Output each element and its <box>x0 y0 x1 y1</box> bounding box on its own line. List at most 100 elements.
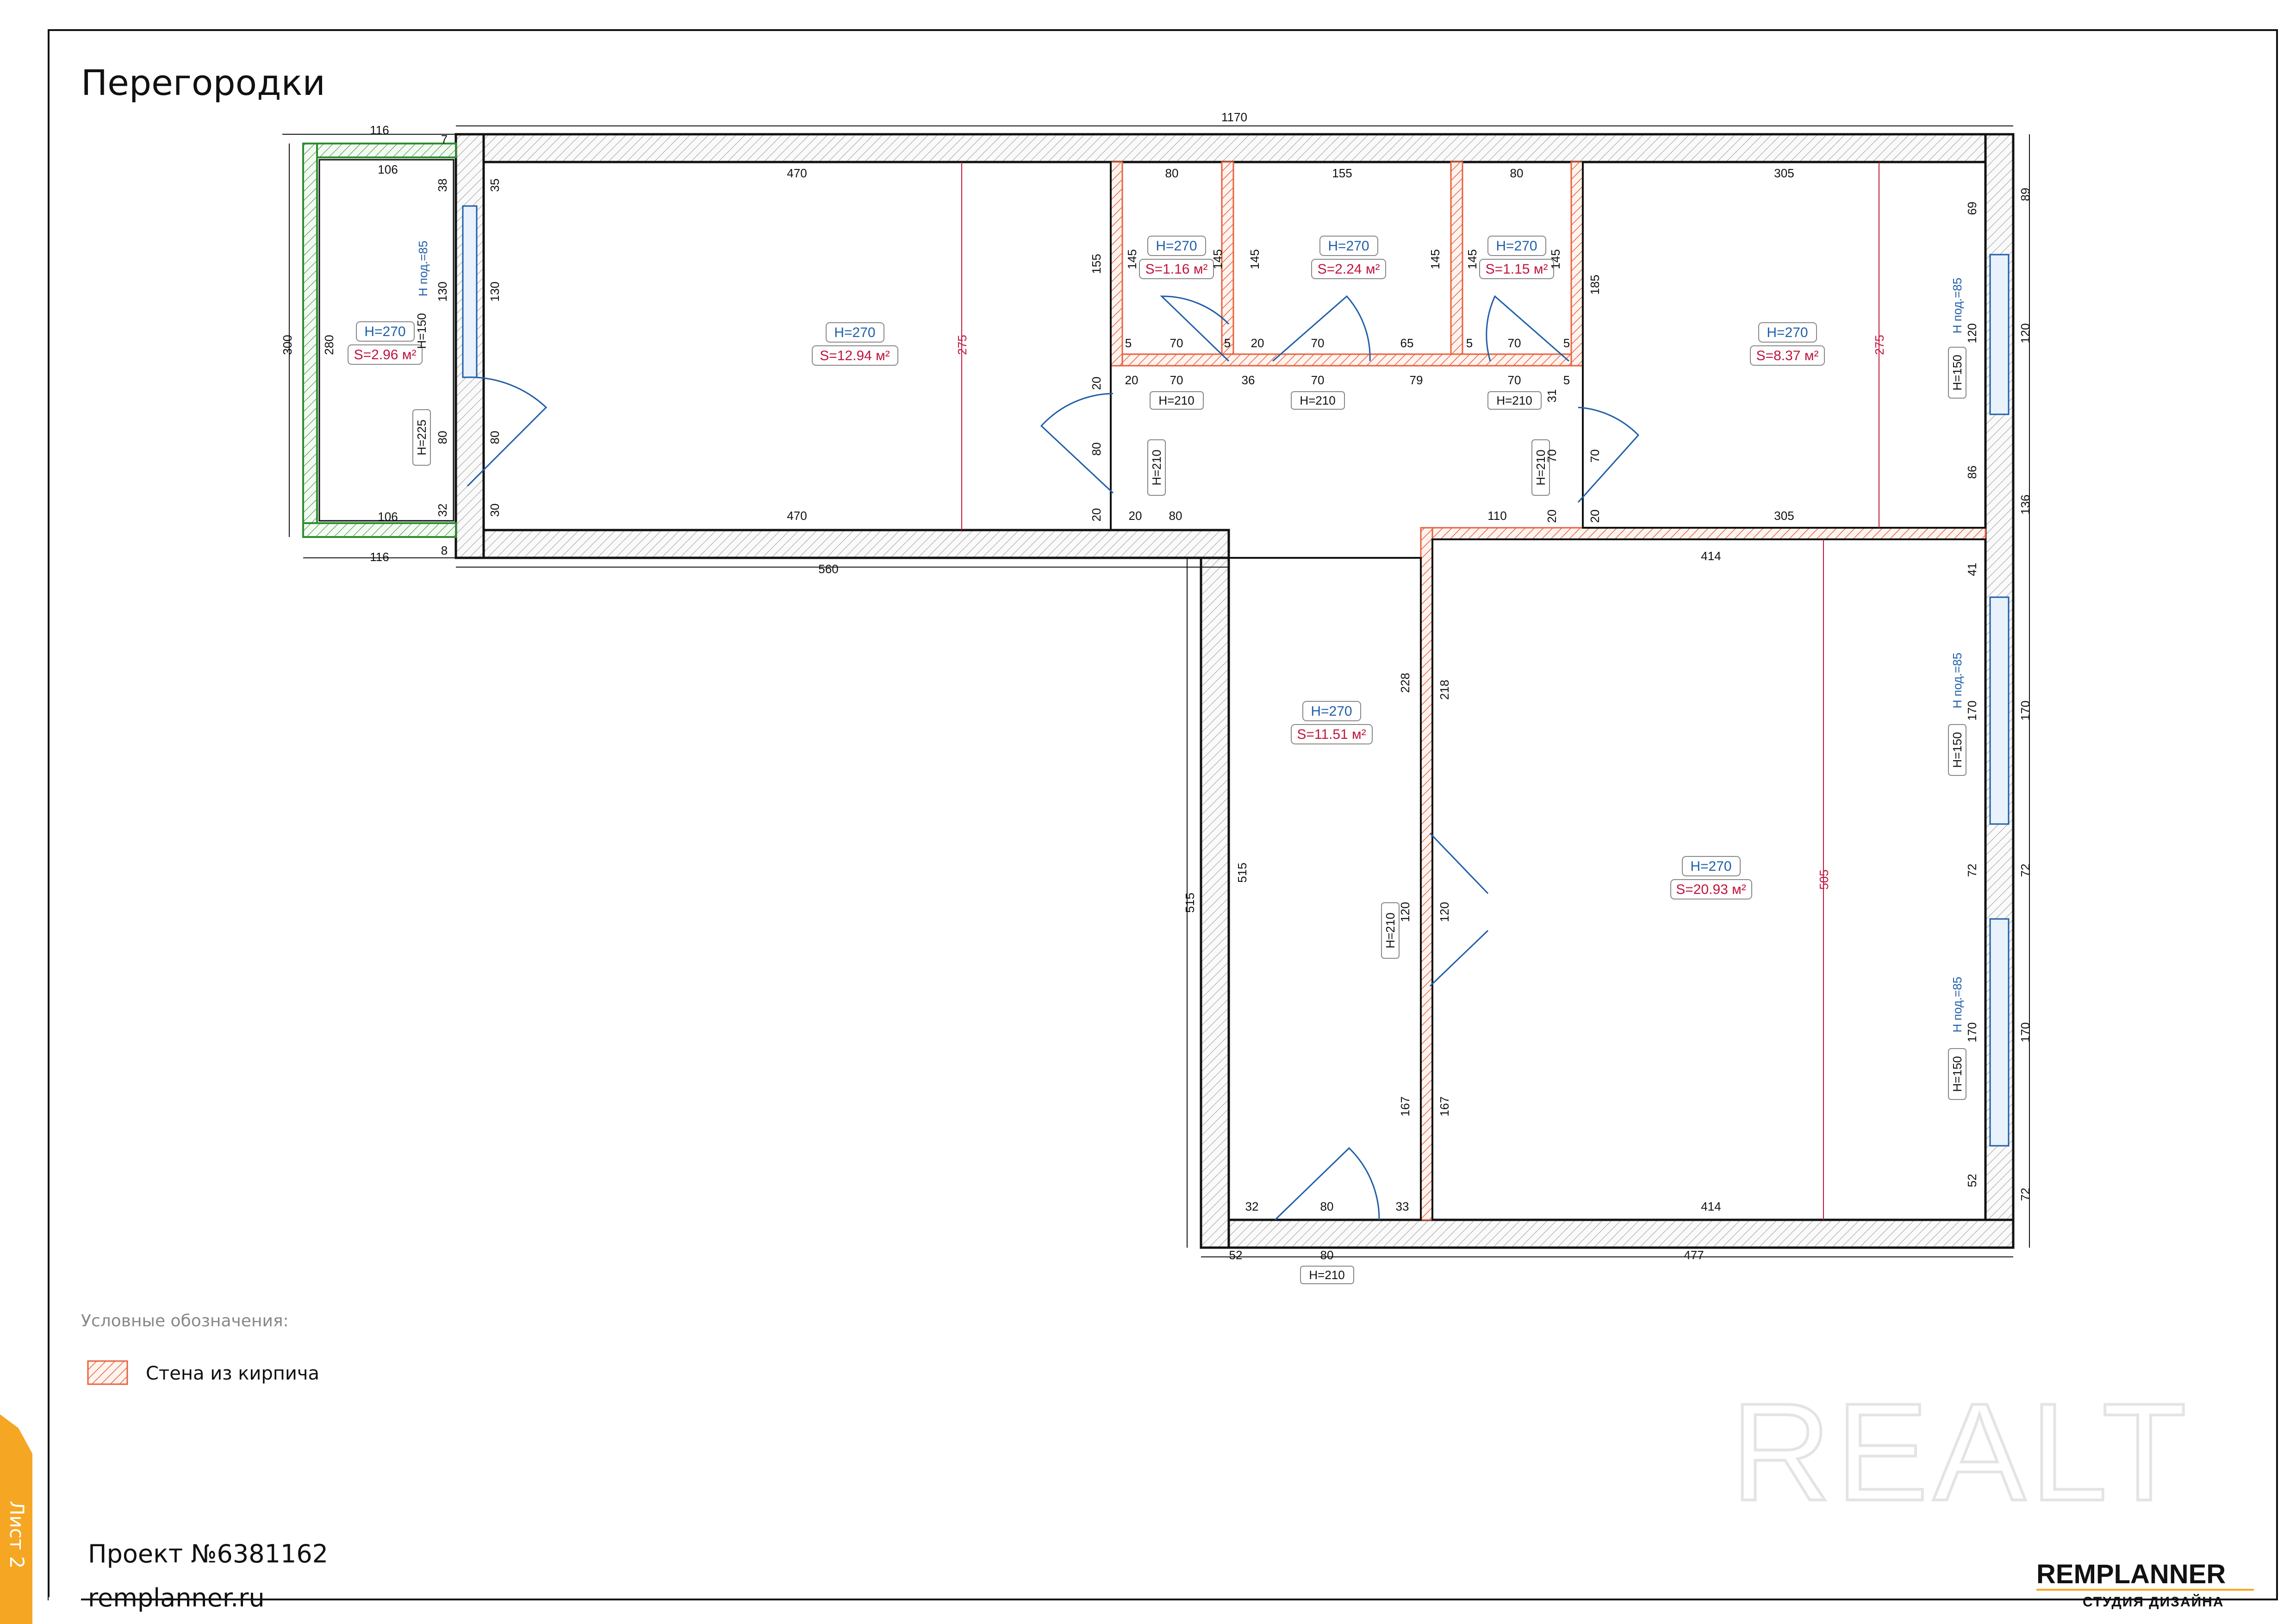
svg-text:70: 70 <box>1508 336 1521 350</box>
svg-text:20: 20 <box>1545 510 1559 523</box>
svg-text:52: 52 <box>1229 1248 1243 1262</box>
svg-text:7: 7 <box>441 132 448 146</box>
sheet-number: Лист 2 <box>6 1501 28 1569</box>
height-lines <box>961 162 1879 1220</box>
svg-text:36: 36 <box>1242 373 1255 387</box>
door-labels: H=210 H=210 H=210 H=210 H=210 H=210 H=21… <box>412 391 1550 1284</box>
window-labels: H=150 H под.=85 H=150 H под.=85 H=150 H … <box>415 241 1966 1100</box>
svg-text:305: 305 <box>1774 509 1794 523</box>
svg-text:H=270: H=270 <box>1767 325 1808 340</box>
svg-text:130: 130 <box>488 281 502 301</box>
svg-text:80: 80 <box>1089 443 1103 456</box>
svg-text:106: 106 <box>378 162 398 176</box>
svg-text:120: 120 <box>2018 323 2032 343</box>
svg-text:70: 70 <box>1170 373 1183 387</box>
legend-brick-label: Стена из кирпича <box>146 1363 319 1384</box>
svg-text:52: 52 <box>1965 1174 1979 1187</box>
svg-text:5: 5 <box>1466 336 1473 350</box>
svg-text:414: 414 <box>1701 549 1721 563</box>
svg-text:70: 70 <box>1545 450 1559 463</box>
svg-text:89: 89 <box>2018 188 2032 201</box>
svg-text:70: 70 <box>1588 450 1602 463</box>
svg-text:H=270: H=270 <box>1328 238 1369 254</box>
svg-text:H=210: H=210 <box>1158 394 1194 407</box>
balcony-walls <box>302 143 457 538</box>
svg-text:106: 106 <box>378 510 398 524</box>
brand-logo: REMPLANNER СТУДИЯ ДИЗАЙНА <box>2036 1559 2254 1610</box>
svg-text:H под.=85: H под.=85 <box>1950 977 1964 1032</box>
svg-text:5: 5 <box>1563 373 1570 387</box>
svg-text:H=210: H=210 <box>1496 394 1532 407</box>
svg-text:145: 145 <box>1465 249 1479 269</box>
svg-text:80: 80 <box>1510 166 1524 180</box>
svg-text:145: 145 <box>1211 249 1225 269</box>
svg-text:185: 185 <box>1588 275 1602 294</box>
svg-text:H под.=85: H под.=85 <box>1950 653 1964 708</box>
svg-text:H=225: H=225 <box>415 419 429 455</box>
svg-text:20: 20 <box>1125 373 1139 387</box>
svg-text:H под.=85: H под.=85 <box>1950 278 1964 333</box>
svg-text:86: 86 <box>1965 466 1979 479</box>
svg-text:H=270: H=270 <box>1496 238 1537 254</box>
room-label-2: H=270 S=12.94 м² <box>812 322 898 366</box>
ceiling-height-values: 275 275 505 <box>955 335 1886 889</box>
svg-text:470: 470 <box>787 166 807 180</box>
svg-text:8: 8 <box>441 543 448 557</box>
svg-text:H=210: H=210 <box>1383 912 1397 948</box>
svg-text:414: 414 <box>1701 1199 1721 1213</box>
svg-text:5: 5 <box>1125 336 1132 350</box>
svg-text:H=270: H=270 <box>834 325 875 340</box>
svg-text:80: 80 <box>1165 166 1179 180</box>
svg-text:H=270: H=270 <box>1690 859 1731 874</box>
svg-text:80: 80 <box>1169 509 1182 523</box>
svg-text:145: 145 <box>1549 249 1562 269</box>
exterior-walls <box>454 133 2015 1249</box>
svg-text:170: 170 <box>1965 1022 1979 1042</box>
svg-text:20: 20 <box>1089 508 1103 522</box>
svg-text:136: 136 <box>2018 494 2032 514</box>
svg-text:70: 70 <box>1508 373 1521 387</box>
svg-text:130: 130 <box>436 281 449 301</box>
svg-text:280: 280 <box>322 335 336 355</box>
svg-text:20: 20 <box>1089 377 1103 390</box>
svg-text:145: 145 <box>1428 249 1442 269</box>
dimension-lines <box>282 125 2030 1257</box>
svg-text:69: 69 <box>1965 202 1979 215</box>
page-title: Перегородки <box>81 62 325 103</box>
svg-text:СТУДИЯ ДИЗАЙНА: СТУДИЯ ДИЗАЙНА <box>2083 1594 2224 1610</box>
svg-text:32: 32 <box>1245 1199 1259 1213</box>
svg-text:145: 145 <box>1125 249 1139 269</box>
svg-text:H=150: H=150 <box>1950 355 1964 390</box>
project-number: Проект №6381162 <box>88 1539 328 1568</box>
svg-text:218: 218 <box>1437 680 1451 700</box>
svg-text:155: 155 <box>1332 166 1352 180</box>
svg-text:5: 5 <box>1224 336 1231 350</box>
svg-text:31: 31 <box>1545 389 1559 403</box>
svg-text:116: 116 <box>370 123 389 137</box>
svg-text:65: 65 <box>1400 336 1414 350</box>
room-label-8: H=270 S=20.93 м² <box>1670 856 1752 899</box>
windows <box>462 205 2010 1147</box>
svg-text:S=11.51 м²: S=11.51 м² <box>1297 727 1366 742</box>
svg-text:S=2.24 м²: S=2.24 м² <box>1318 262 1380 277</box>
svg-text:80: 80 <box>1320 1199 1334 1213</box>
site-url[interactable]: remplanner.ru <box>88 1583 265 1612</box>
sheet-tab <box>0 1414 32 1624</box>
svg-text:170: 170 <box>2018 700 2032 720</box>
svg-text:33: 33 <box>1396 1199 1409 1213</box>
svg-text:41: 41 <box>1965 563 1979 576</box>
svg-text:275: 275 <box>1873 335 1886 355</box>
svg-text:72: 72 <box>2018 1188 2032 1201</box>
svg-text:80: 80 <box>488 431 502 444</box>
brick-swatch <box>87 1360 128 1385</box>
svg-text:5: 5 <box>1563 336 1570 350</box>
room-outlines <box>483 161 1986 1221</box>
svg-text:80: 80 <box>1320 1248 1334 1262</box>
svg-text:32: 32 <box>436 504 449 517</box>
svg-text:560: 560 <box>818 562 838 576</box>
svg-text:275: 275 <box>955 335 969 355</box>
svg-text:38: 38 <box>436 179 449 192</box>
svg-text:515: 515 <box>1183 893 1197 912</box>
room-label-4: H=270 S=2.24 м² <box>1311 236 1386 279</box>
brick-partitions <box>1110 161 1986 1221</box>
